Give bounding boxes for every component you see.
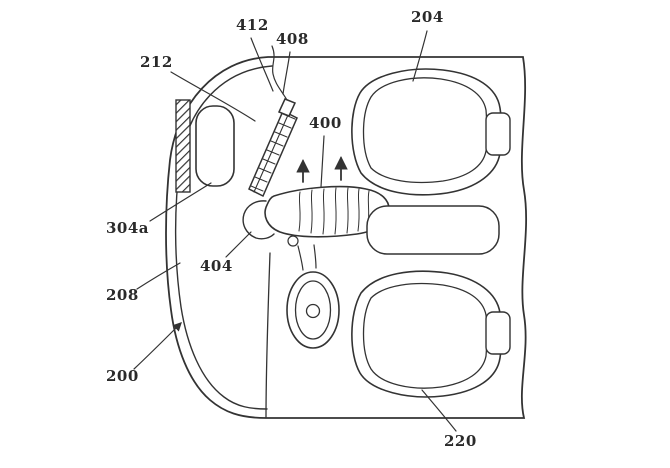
dashboard-inner-line bbox=[174, 65, 273, 410]
ref-label-212: 212 bbox=[140, 53, 173, 71]
ref-label-412: 412 bbox=[236, 16, 269, 34]
leader-208 bbox=[136, 262, 181, 290]
leader-408 bbox=[282, 51, 291, 95]
cabin-outline bbox=[165, 56, 528, 419]
leader-220 bbox=[421, 389, 457, 432]
side-vent-304a bbox=[195, 105, 235, 187]
a-pillar-hatch bbox=[175, 99, 191, 193]
leader-400 bbox=[320, 135, 325, 188]
ref-label-304a: 304a bbox=[106, 219, 150, 237]
airbag-shading bbox=[298, 187, 370, 235]
ref-label-408: 408 bbox=[276, 30, 309, 48]
airbag-400 bbox=[242, 185, 390, 271]
mirror-cable bbox=[271, 45, 288, 101]
rearview-mirror-212 bbox=[248, 45, 298, 198]
seat-bench-center bbox=[366, 205, 500, 255]
leader-404 bbox=[225, 231, 252, 258]
leader-304a bbox=[149, 182, 212, 222]
steering-wheel bbox=[286, 271, 340, 349]
leader-lines bbox=[133, 30, 457, 432]
seat-204-side-bolster bbox=[485, 112, 511, 156]
steering-hub bbox=[305, 303, 321, 319]
steering-column-lines bbox=[297, 244, 317, 271]
mirror-mount bbox=[277, 98, 297, 117]
leader-204 bbox=[412, 30, 428, 82]
leader-212 bbox=[170, 71, 256, 122]
leader-412 bbox=[250, 37, 274, 92]
center-console-line bbox=[265, 252, 271, 418]
airbag-housing-404 bbox=[242, 200, 275, 240]
ref-label-204: 204 bbox=[411, 8, 444, 26]
ref-label-220: 220 bbox=[444, 432, 477, 450]
housing-detail bbox=[287, 235, 299, 247]
ref-label-208: 208 bbox=[106, 286, 139, 304]
ref-label-404: 404 bbox=[200, 257, 233, 275]
leader-200-arrow bbox=[133, 322, 182, 370]
seat-204 bbox=[351, 68, 511, 196]
seat-220-side-bolster bbox=[485, 311, 511, 355]
ref-label-400: 400 bbox=[309, 114, 342, 132]
deployment-arrows bbox=[296, 155, 348, 183]
seat-220 bbox=[351, 270, 511, 398]
ref-label-200: 200 bbox=[106, 367, 139, 385]
